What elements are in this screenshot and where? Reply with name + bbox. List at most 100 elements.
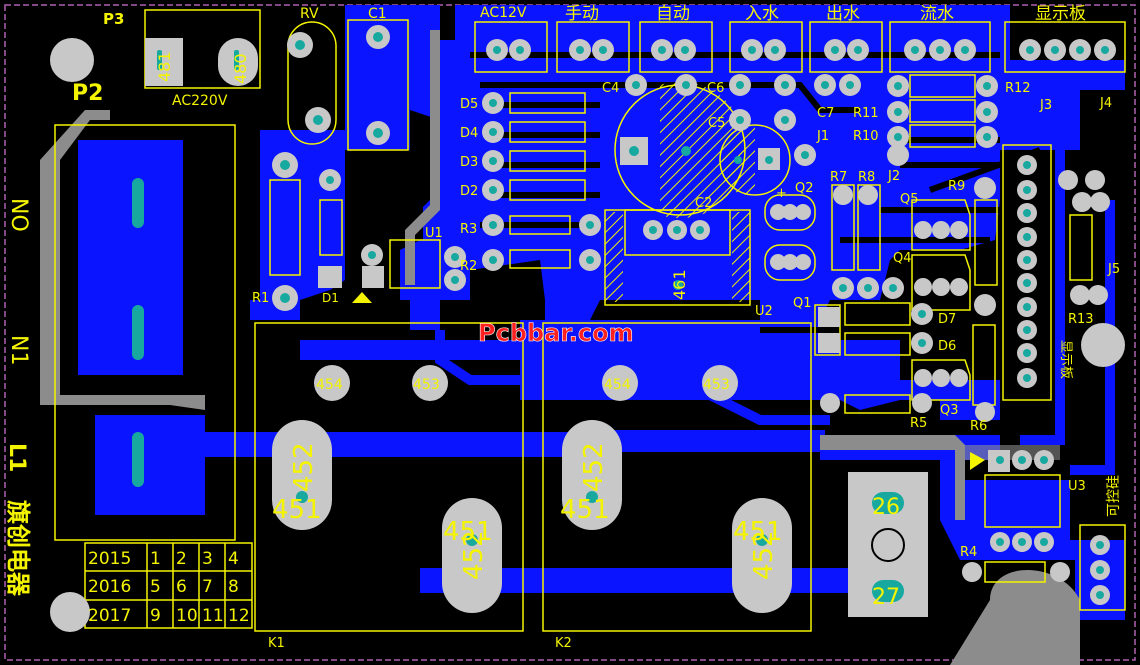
- label-r3: R3: [460, 222, 477, 237]
- label-r1: R1: [252, 291, 269, 306]
- thyristor-pad-detail: [871, 492, 905, 602]
- label-d5: D5: [460, 97, 478, 112]
- pad-451b: 451: [443, 517, 493, 547]
- power-trace: [40, 30, 1080, 665]
- label-j4: J4: [1099, 96, 1112, 111]
- label-rv: RV: [300, 6, 319, 22]
- label-ac220: AC220V: [172, 93, 228, 109]
- label-auto: 自动: [656, 4, 690, 24]
- pad-452a: 452: [289, 442, 319, 492]
- label-r13: R13: [1068, 312, 1094, 327]
- label-d7: D7: [938, 312, 956, 327]
- label-j5: J5: [1107, 262, 1120, 277]
- pad-451d: 451: [733, 517, 783, 547]
- date-table-cell: 2016: [88, 577, 131, 597]
- label-r10: R10: [853, 129, 879, 144]
- date-table-cell: 10: [176, 606, 198, 626]
- date-table-cell: 11: [202, 606, 224, 626]
- pad-454b: 454: [604, 377, 631, 393]
- pad-452b: 452: [459, 530, 489, 580]
- label-d2: D2: [460, 184, 478, 199]
- label-c4: C4: [602, 81, 619, 96]
- date-table-cell: 4: [228, 549, 239, 569]
- label-c1: C1: [368, 6, 387, 22]
- label-j1: J1: [816, 129, 829, 144]
- label-in-water: 入水: [745, 4, 779, 24]
- label-k1: K1: [268, 636, 285, 651]
- label-r2: R2: [460, 259, 477, 274]
- date-table-cell: 6: [176, 577, 187, 597]
- square-pads: [145, 38, 1010, 472]
- label-d4: D4: [460, 126, 478, 141]
- label-r9: R9: [948, 179, 965, 194]
- pad-453a: 453: [413, 377, 440, 393]
- date-table-cell: 8: [228, 577, 239, 597]
- label-d1: D1: [322, 291, 339, 305]
- label-display-board: 显示板: [1035, 4, 1086, 24]
- label-thyristor: 可控硅: [1106, 475, 1122, 517]
- label-q4: Q4: [893, 251, 912, 266]
- label-n1: N1: [6, 335, 31, 365]
- pad-461: 461: [670, 269, 689, 300]
- label-no: NO: [6, 198, 31, 232]
- pad-480: 480: [231, 53, 250, 84]
- label-plus: +: [776, 186, 787, 201]
- watermark: Pcbbar.com: [478, 319, 634, 347]
- pin1-markers: [352, 292, 985, 470]
- pad-451a: 451: [272, 495, 322, 525]
- label-q3: Q3: [940, 403, 959, 418]
- label-u3: U3: [1068, 479, 1086, 494]
- pad-451c: 451: [560, 495, 610, 525]
- label-r7: R7: [830, 170, 847, 185]
- label-brand: 旗创电器: [4, 500, 32, 597]
- label-r8: R8: [858, 170, 875, 185]
- date-table-cell: 2015: [88, 549, 131, 569]
- label-r11: R11: [853, 106, 879, 121]
- pad-labels: 481 480 454 453 454 453 452 451 451 452 …: [155, 51, 900, 610]
- label-u2: U2: [755, 304, 773, 319]
- pad-452d: 452: [749, 530, 779, 580]
- label-manual: 手动: [565, 4, 599, 24]
- date-table-cell: 12: [228, 606, 250, 626]
- pad-454a: 454: [316, 377, 343, 393]
- label-flow-water: 流水: [920, 4, 954, 24]
- label-ac12v: AC12V: [480, 5, 527, 21]
- board-outline: [4, 4, 1136, 661]
- date-table-cell: 5: [150, 577, 161, 597]
- label-k2: K2: [555, 636, 572, 651]
- label-c6: C6: [707, 81, 724, 96]
- label-c5: C5: [708, 116, 725, 131]
- label-p2: P2: [72, 81, 103, 106]
- label-r5: R5: [910, 416, 927, 431]
- label-d6: D6: [938, 339, 956, 354]
- pad-481: 481: [155, 51, 174, 82]
- label-l1: L1: [4, 443, 29, 472]
- label-c2: C2: [695, 196, 712, 211]
- date-table-cell: 2017: [88, 606, 131, 626]
- label-r4: R4: [960, 545, 977, 560]
- pad-453b: 453: [703, 377, 730, 393]
- label-r12: R12: [1005, 81, 1031, 96]
- date-table-cell: 9: [150, 606, 161, 626]
- label-c7: C7: [817, 106, 834, 121]
- label-d3: D3: [460, 155, 478, 170]
- hatch-marks: [605, 81, 755, 302]
- label-j3: J3: [1039, 98, 1052, 113]
- drill-holes: [132, 32, 1109, 599]
- label-out-water: 出水: [826, 4, 860, 24]
- label-r6: R6: [970, 419, 987, 434]
- label-q1: Q1: [793, 296, 812, 311]
- label-q2: Q2: [795, 181, 814, 196]
- label-j2: J2: [887, 169, 900, 184]
- date-table-cell: 7: [202, 577, 213, 597]
- label-q5: Q5: [900, 192, 919, 207]
- pad-26: 26: [872, 495, 900, 520]
- pad-452c: 452: [579, 442, 609, 492]
- label-display-board-vertical: 显示板: [1058, 340, 1073, 379]
- pad-27: 27: [872, 585, 900, 610]
- date-table-cell: 2: [176, 549, 187, 569]
- date-table-cell: 1: [150, 549, 161, 569]
- pads-grey: [50, 25, 1125, 632]
